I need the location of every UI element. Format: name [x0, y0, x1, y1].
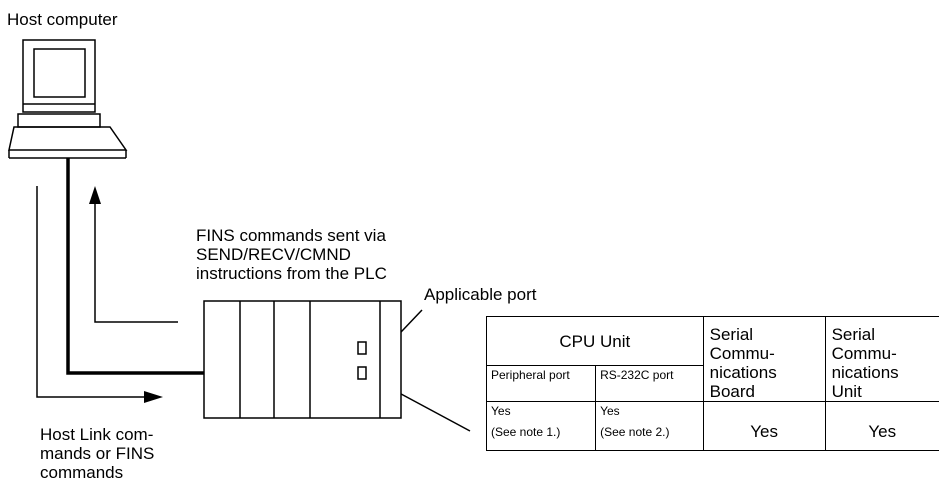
host-link-arrow-line — [36, 186, 150, 398]
board-value: Yes — [702, 401, 826, 451]
host-computer-label: Host computer — [7, 10, 118, 29]
rs232c-note: (See note 2.) — [600, 425, 670, 439]
up-arrow-icon — [89, 186, 101, 204]
right-arrow-icon — [144, 391, 163, 403]
peripheral-port-header: Peripheral port — [485, 365, 597, 402]
arrowheads — [89, 186, 163, 403]
host-computer-icon — [8, 39, 128, 159]
peripheral-note: (See note 1.) — [491, 425, 561, 439]
board-header: Serial Commu- nications Board — [702, 316, 826, 402]
unit-value: Yes — [824, 401, 939, 451]
peripheral-yes: Yes — [491, 404, 511, 418]
cpu-unit-header: CPU Unit — [486, 316, 704, 366]
host-link-label: Host Link com- mands or FINS commands — [40, 425, 155, 482]
port-icon-lower — [357, 366, 367, 380]
applicable-port-label: Applicable port — [424, 285, 537, 304]
peripheral-port-value: Yes (See note 1.) — [485, 401, 597, 451]
unit-header: Serial Commu- nications Unit — [824, 316, 939, 402]
rs232c-port-value: Yes (See note 2.) — [595, 401, 704, 451]
port-icon-upper — [357, 341, 367, 355]
applicable-port-table: CPU Unit Serial Commu- nications Board S… — [485, 316, 939, 451]
plc-rack-icon — [203, 300, 402, 419]
rs232c-port-header: RS-232C port — [595, 365, 704, 402]
fins-commands-label: FINS commands sent via SEND/RECV/CMND in… — [196, 226, 387, 283]
return-arrow-line — [94, 198, 178, 323]
rs232c-yes: Yes — [600, 404, 620, 418]
